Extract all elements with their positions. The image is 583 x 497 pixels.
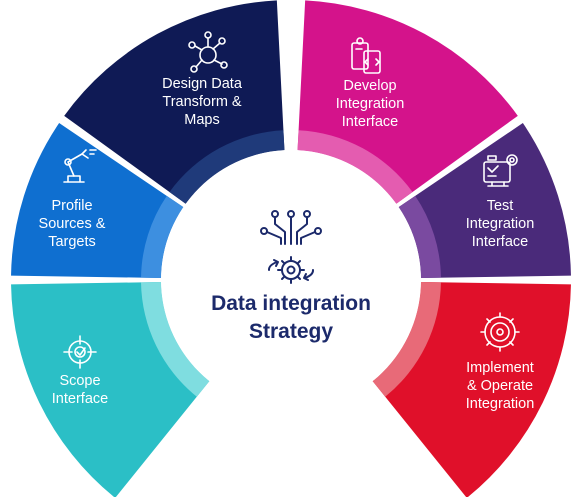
gear-target-icon — [480, 312, 520, 352]
segment-scope-inner-band — [141, 282, 210, 397]
segment-profile-label-line: Profile — [51, 198, 92, 214]
segment-design-label-line: Maps — [184, 112, 219, 128]
segment-scope-label-line: Scope — [59, 373, 100, 389]
segment-test-inner-band — [398, 195, 441, 278]
segment-scope-label-line: Interface — [52, 391, 108, 407]
segment-develop-label-line: Integration — [336, 96, 405, 112]
segment-develop-inner-band — [297, 130, 413, 204]
center-title-line1: Data integration — [211, 292, 371, 315]
segment-profile-inner-band — [141, 195, 184, 278]
target-icon — [63, 335, 97, 369]
segment-implement-label-line: Integration — [466, 396, 535, 412]
segment-test-label-line: Test — [487, 198, 514, 214]
segment-design-label-line: Design Data — [162, 76, 243, 92]
segment-develop-label-line: Interface — [342, 114, 398, 130]
segment-design-label-line: Transform & — [162, 94, 242, 110]
segment-design-inner-band — [169, 130, 285, 204]
segment-profile-band — [11, 123, 184, 278]
segment-test-band — [398, 123, 571, 278]
test-monitor-icon — [483, 154, 518, 187]
segment-test-label-line: Interface — [472, 234, 528, 250]
center-title-line2: Strategy — [249, 320, 333, 343]
segment-develop-label-line: Develop — [343, 78, 396, 94]
segment-profile-label-line: Targets — [48, 234, 96, 250]
segment-implement-label-line: & Operate — [467, 378, 533, 394]
segment-test-label-line: Integration — [466, 216, 535, 232]
segment-implement-label-line: Implement — [466, 360, 534, 376]
network-nodes-icon — [188, 31, 228, 73]
segment-profile-label-line: Sources & — [39, 216, 106, 232]
center-hub: Data integration Strategy — [211, 210, 371, 343]
segment-implement-inner-band — [372, 282, 441, 397]
code-device-icon — [351, 37, 381, 74]
data-flow-gear-icon — [260, 210, 322, 284]
robot-arm-icon — [63, 149, 97, 183]
